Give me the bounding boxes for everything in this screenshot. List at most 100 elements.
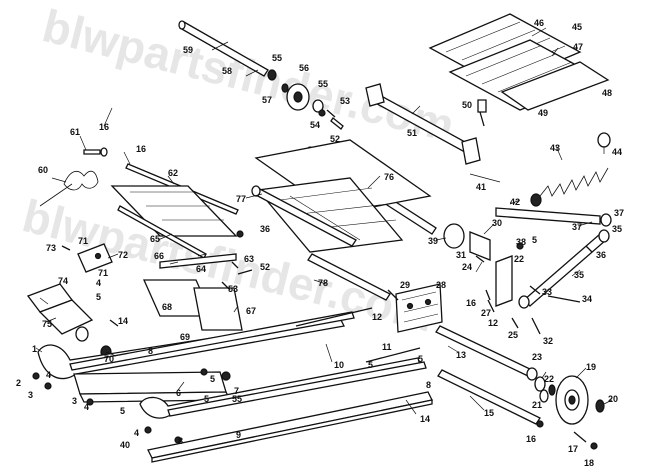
callout-7: 7 (234, 386, 239, 396)
shaft-13-end (526, 367, 538, 381)
slide-plate-49 (500, 61, 610, 111)
callout-5-rail: 5 (210, 374, 215, 384)
rear-axle-assembly (365, 83, 501, 183)
shaft-end (178, 20, 186, 30)
mount-plate-hatch (401, 291, 439, 323)
callout-5-left: 5 (96, 292, 101, 302)
axle-15 (437, 369, 541, 425)
slide-plate-hatch (445, 21, 566, 77)
callout-25: 25 (508, 330, 518, 340)
spacer-21 (539, 389, 549, 403)
callout-5-right: 5 (368, 360, 373, 370)
bolt-32 (531, 317, 541, 335)
spring-leg (39, 183, 73, 207)
callout-30: 30 (492, 218, 502, 228)
callout-46: 46 (534, 18, 544, 28)
spring-cap-44 (597, 132, 611, 148)
axle-bracket-right (461, 137, 481, 165)
shock-eye-top (598, 229, 610, 243)
callout-72: 72 (118, 250, 128, 260)
callout-20: 20 (608, 394, 618, 404)
bolt-53 (326, 109, 336, 118)
callout-40: 40 (120, 440, 130, 450)
bolt-14-upper (109, 319, 119, 327)
callout-78: 78 (318, 278, 328, 288)
arrow-41 (469, 173, 501, 183)
bearing-22 (548, 384, 556, 396)
callout-4-left: 4 (46, 370, 51, 380)
guide-rod-end (251, 185, 261, 197)
mount-hole-b (424, 298, 432, 306)
callout-4-lower: 4 (134, 428, 139, 438)
callout-34: 34 (582, 294, 592, 304)
callout-5-mid: 5 (532, 235, 537, 245)
nut-3 (44, 382, 52, 390)
callout-8-left: 8 (148, 346, 153, 356)
callout-5-right-b: 5 (418, 354, 423, 364)
center-plates (142, 253, 253, 331)
callout-48: 48 (602, 88, 612, 98)
spring-seat-42 (530, 193, 542, 207)
callout-66: 66 (154, 251, 164, 261)
callout-65: 65 (150, 234, 160, 244)
callout-labels: 59 58 55 56 55 57 53 54 52 46 45 47 48 4… (16, 18, 624, 468)
wheel-19-bore (568, 395, 576, 405)
leader-47 (551, 47, 559, 57)
fastener-50 (477, 99, 487, 113)
pivot-block-75 (38, 299, 94, 335)
callout-61: 61 (70, 127, 80, 137)
callout-11: 11 (382, 342, 392, 352)
callout-13: 13 (456, 350, 466, 360)
callout-43: 43 (550, 143, 560, 153)
idler-wheel-19 (534, 375, 605, 450)
callout-3-left: 3 (28, 390, 33, 400)
crossbar-78-body (307, 253, 391, 301)
callout-12-right: 12 (488, 318, 498, 328)
callout-31: 31 (456, 250, 466, 260)
nut-36-left (236, 230, 244, 238)
callout-41: 41 (476, 182, 486, 192)
bolt-52-mid (237, 269, 253, 275)
pin-61-head (100, 147, 108, 157)
callout-68: 68 (162, 302, 172, 312)
callout-47: 47 (573, 42, 583, 52)
callout-56: 56 (299, 63, 309, 73)
front-arm-assembly (110, 163, 244, 259)
callout-54: 54 (310, 120, 320, 130)
callout-4-mid: 4 (84, 402, 89, 412)
callout-55-mid: 55 (318, 79, 328, 89)
callout-73: 73 (46, 243, 56, 253)
nut-38 (516, 242, 524, 250)
nut-18 (590, 442, 598, 450)
wear-strips (147, 307, 433, 463)
track-guide-77 (251, 139, 432, 253)
callout-62: 62 (168, 168, 178, 178)
rear-mount-plate (387, 283, 538, 381)
callout-52-top: 52 (330, 134, 340, 144)
nut-27 (487, 299, 495, 313)
callout-58: 58 (222, 66, 232, 76)
callout-23: 23 (532, 352, 542, 362)
callout-44: 44 (612, 147, 622, 157)
pivot-arm-22 (495, 255, 513, 307)
pin-61 (83, 149, 101, 155)
plate-67 (193, 287, 243, 331)
callout-14-right: 14 (420, 414, 430, 424)
callout-12-left: 12 (372, 312, 382, 322)
nut-8-lower (174, 436, 182, 444)
callout-37-b: 37 (572, 222, 582, 232)
rail-1-edge (69, 311, 355, 371)
bolt-25 (511, 317, 519, 329)
callout-45: 45 (572, 22, 582, 32)
shock-eye-bottom (518, 295, 530, 309)
callout-5-rail-b: 5 (204, 394, 209, 404)
left-slide-rail (32, 311, 355, 406)
callout-6: 6 (176, 388, 181, 398)
callout-2: 2 (16, 378, 21, 388)
bolt-73 (61, 245, 71, 251)
pivot-arm-assembly (443, 223, 541, 335)
bolt-31 (475, 255, 485, 263)
callout-16-mid: 16 (466, 298, 476, 308)
leader-lines (35, 41, 613, 415)
